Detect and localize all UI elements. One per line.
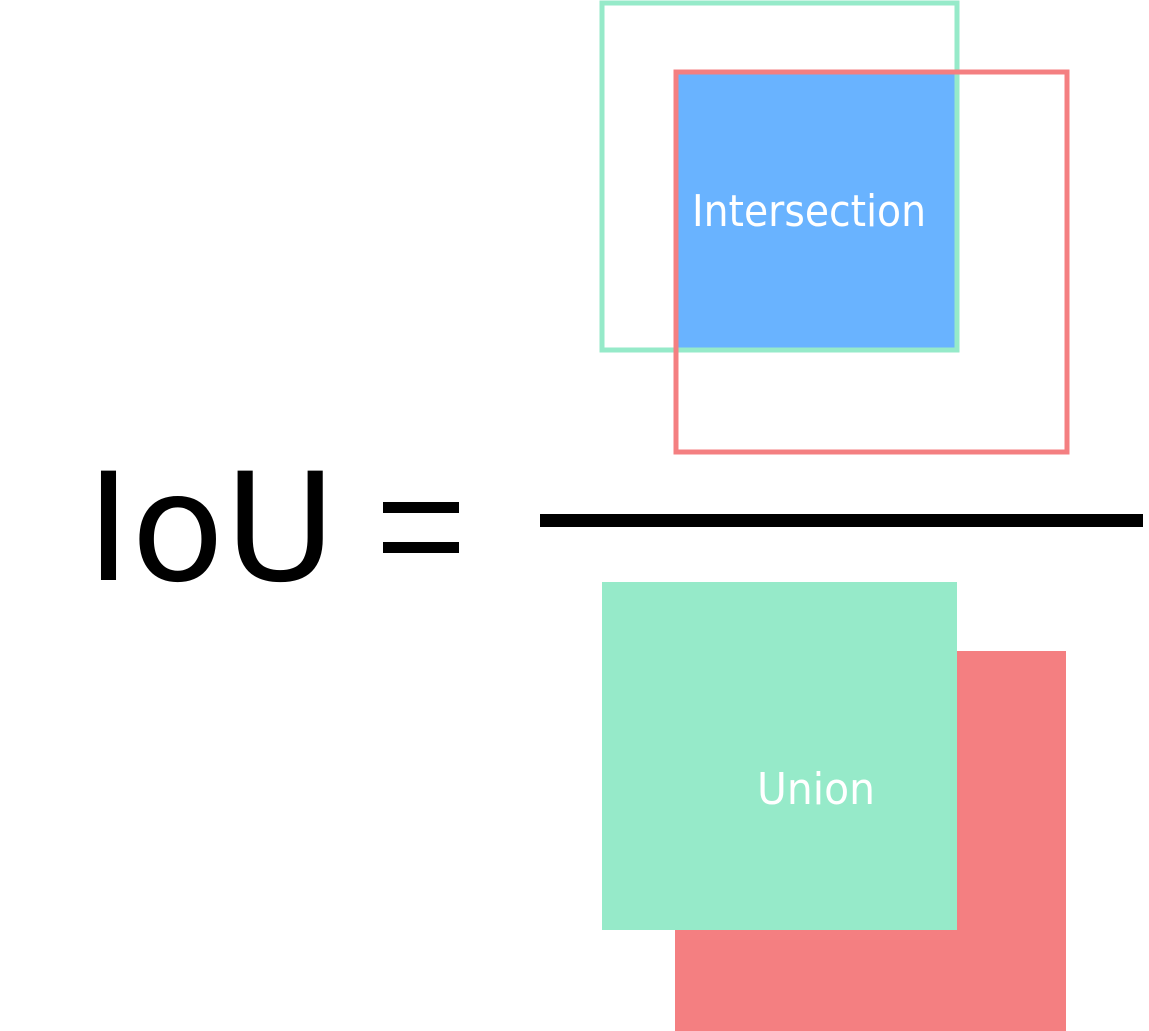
- equals-bar-bottom: [383, 542, 459, 553]
- intersection-fill: [676, 72, 958, 351]
- equals-bar-top: [383, 502, 459, 513]
- fraction-line: [540, 514, 1143, 527]
- box-b-outline: [673, 69, 1070, 455]
- iou-text: IoU: [86, 442, 336, 616]
- equals-sign: [383, 502, 459, 553]
- denominator-union: Union: [602, 582, 1066, 1031]
- union-box-a: [602, 582, 957, 930]
- box-a-outline: [599, 0, 960, 353]
- union-label: Union: [757, 764, 875, 815]
- numerator-intersection: Intersection: [599, 0, 1070, 455]
- intersection-label: Intersection: [692, 186, 926, 237]
